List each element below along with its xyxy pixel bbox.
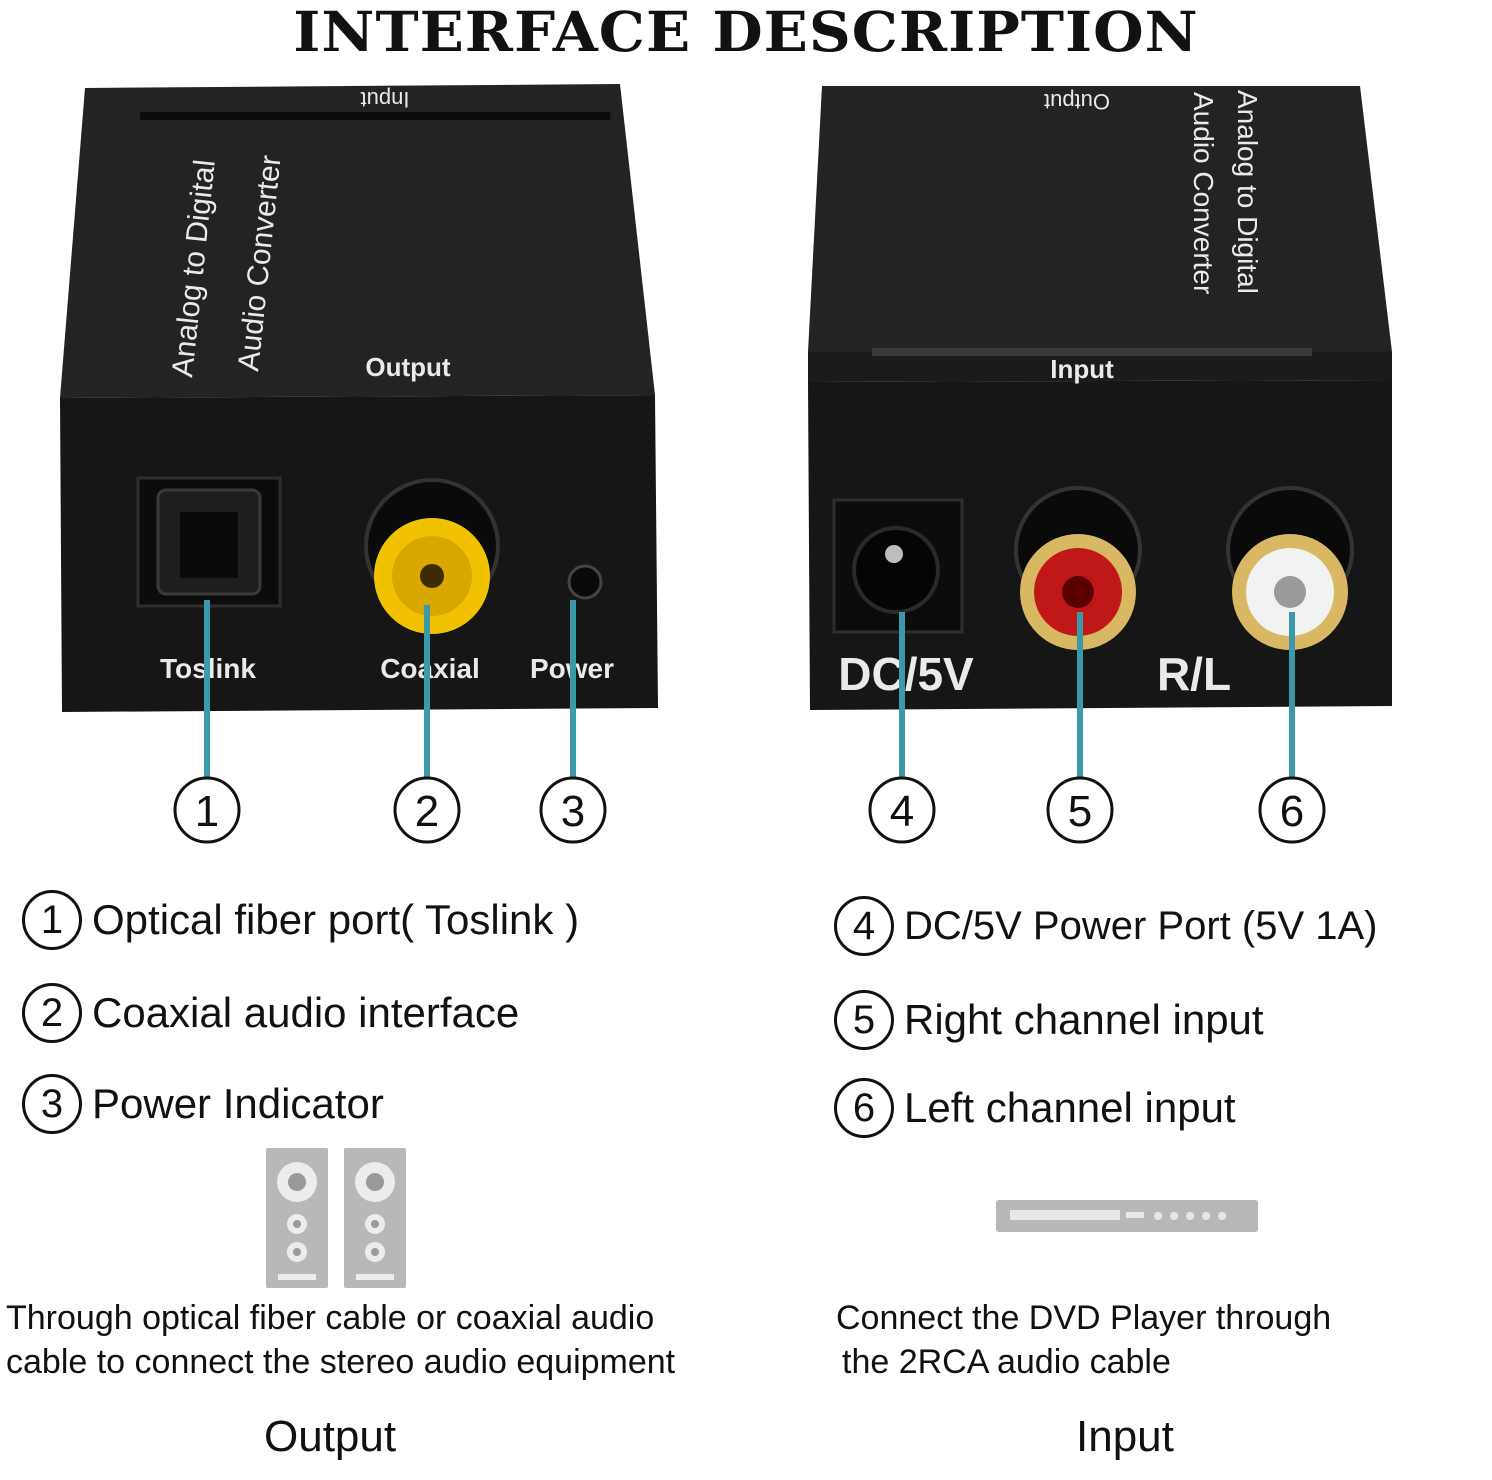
dvd-player-icon: [996, 1200, 1258, 1232]
svg-text:6: 6: [1280, 787, 1304, 836]
legend-text: Power Indicator: [92, 1080, 384, 1127]
legend-text: DC/5V Power Port (5V 1A): [904, 903, 1378, 948]
legend-item-3: 3 Power Indicator: [22, 1074, 384, 1134]
leader-lines: [204, 600, 1295, 778]
toslink-port: [136, 476, 282, 608]
svg-text:3: 3: [561, 787, 585, 836]
dc-power-jack: [832, 498, 964, 634]
legend-number: 3: [22, 1074, 82, 1134]
coaxial-port: [364, 478, 500, 634]
legend-item-6: 6 Left channel input: [834, 1078, 1236, 1138]
input-device-side-label: Output: [1044, 89, 1110, 114]
legend-text: Left channel input: [904, 1084, 1236, 1131]
output-caption: Through optical fiber cable or coaxial a…: [6, 1296, 675, 1384]
legend-item-4: 4 DC/5V Power Port (5V 1A): [834, 896, 1378, 956]
svg-text:2: 2: [415, 787, 439, 836]
legend-item-1: 1 Optical fiber port( Toslink ): [22, 890, 579, 950]
svg-text:5: 5: [1068, 787, 1092, 836]
input-caption: Connect the DVD Player through the 2RCA …: [836, 1296, 1331, 1384]
output-device: Input Analog to Digital Audio Converter …: [60, 84, 658, 712]
dc-label: DC/5V: [838, 648, 974, 700]
devices-illustration: Input Analog to Digital Audio Converter …: [60, 84, 1392, 844]
legend-text: Right channel input: [904, 996, 1264, 1043]
svg-text:1: 1: [195, 787, 219, 836]
input-device-top-label: Input: [1050, 354, 1114, 384]
legend-text: Optical fiber port( Toslink ): [92, 896, 580, 943]
input-caption-line-2: the 2RCA audio cable: [842, 1343, 1171, 1381]
legend-number: 4: [834, 896, 894, 956]
rl-label: R/L: [1157, 648, 1231, 700]
input-device-product-line-1: Analog to Digital: [1232, 90, 1263, 294]
callout-1: 1: [173, 776, 241, 844]
output-section-label: Output: [264, 1412, 397, 1461]
legend-item-2: 2 Coaxial audio interface: [22, 983, 519, 1043]
input-device: Output Analog to Digital Audio Converter…: [808, 86, 1392, 710]
right-channel-rca-port: [1014, 486, 1142, 650]
legend-number: 2: [22, 983, 82, 1043]
callout-2: 2: [393, 776, 461, 844]
callout-3: 3: [539, 776, 607, 844]
svg-text:4: 4: [890, 787, 914, 836]
legend-number: 5: [834, 990, 894, 1050]
input-caption-line-1: Connect the DVD Player through: [836, 1299, 1332, 1337]
output-caption-line-2: cable to connect the stereo audio equipm…: [6, 1343, 676, 1381]
input-device-product-line-2: Audio Converter: [1188, 92, 1219, 294]
legend-text: Coaxial audio interface: [92, 989, 520, 1036]
left-channel-rca-port: [1226, 486, 1354, 650]
callout-5: 5: [1046, 776, 1114, 844]
legend-number: 1: [22, 890, 82, 950]
output-device-top-label: Output: [365, 352, 451, 382]
page-title: INTERFACE DESCRIPTION: [293, 0, 1199, 65]
output-device-side-label: Input: [361, 87, 410, 112]
speakers-icon: [266, 1148, 406, 1288]
callout-4: 4: [868, 776, 936, 844]
legend-item-5: 5 Right channel input: [834, 990, 1264, 1050]
output-caption-line-1: Through optical fiber cable or coaxial a…: [6, 1299, 655, 1337]
legend-number: 6: [834, 1078, 894, 1138]
callout-6: 6: [1258, 776, 1326, 844]
input-section-label: Input: [1076, 1412, 1174, 1461]
power-indicator-led: [567, 564, 603, 600]
